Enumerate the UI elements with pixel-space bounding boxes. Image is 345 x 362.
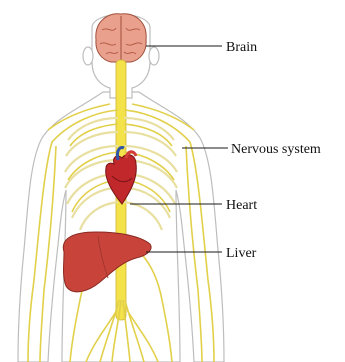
heart-label: Heart xyxy=(226,198,257,213)
brain-label: Brain xyxy=(226,40,257,55)
left-ear xyxy=(83,47,93,65)
nervous-system-label: Nervous system xyxy=(231,142,321,157)
right-ear xyxy=(149,47,159,65)
liver-label: Liver xyxy=(226,246,257,261)
brain-organ xyxy=(96,14,146,62)
